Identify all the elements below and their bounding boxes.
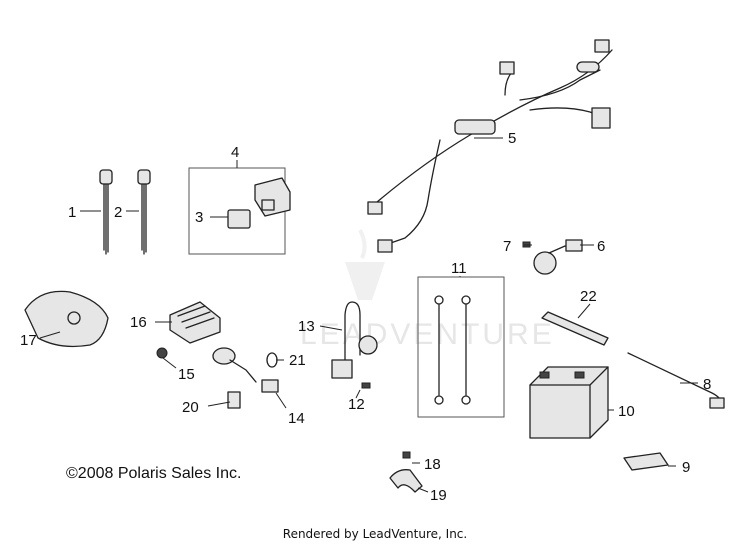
- callout-4: 4: [231, 144, 239, 161]
- callout-20: 20: [182, 399, 199, 416]
- callout-10: 10: [618, 403, 635, 420]
- screw-part-18: [402, 451, 411, 459]
- cable-tie-part-8: [627, 352, 725, 409]
- callout-15: 15: [178, 366, 195, 383]
- callout-13: 13: [298, 318, 315, 335]
- callout-7: 7: [503, 238, 511, 255]
- callout-19: 19: [430, 487, 447, 504]
- battery-part-10: [529, 366, 609, 439]
- solenoid-part-6: [533, 239, 583, 275]
- callout-8: 8: [703, 376, 711, 393]
- callout-9: 9: [682, 459, 690, 476]
- fuse-part-3: [227, 209, 251, 229]
- battery-cable-11a: [434, 295, 444, 405]
- callout-18: 18: [424, 456, 441, 473]
- callout-12: 12: [348, 396, 365, 413]
- callout-17: 17: [20, 332, 37, 349]
- callout-1: 1: [68, 204, 76, 221]
- bracket-part-20: [227, 391, 241, 409]
- callout-16: 16: [130, 314, 147, 331]
- callout-11: 11: [451, 260, 467, 277]
- watermark: LEADVENTURE: [300, 318, 555, 351]
- wiring-harness-5: [367, 39, 613, 253]
- leader-lines: [39, 137, 698, 493]
- cover-part-17: [24, 290, 109, 348]
- screw-part-12: [361, 382, 371, 389]
- rendered-by-footer: Rendered by LeadVenture, Inc.: [282, 527, 468, 541]
- strap-part-22: [541, 311, 609, 346]
- clip-part-19: [389, 469, 423, 493]
- callout-5: 5: [508, 130, 516, 147]
- o-ring-part-21: [266, 352, 278, 368]
- battery-cable-11b: [461, 295, 471, 405]
- bolt-part-15: [156, 347, 168, 359]
- callout-6: 6: [597, 238, 605, 255]
- relay-part-4: [254, 177, 291, 217]
- callout-3: 3: [195, 209, 203, 226]
- pigtail-connector-2: [137, 169, 151, 255]
- ignition-switch-14: [212, 347, 279, 393]
- pigtail-connector-1: [99, 169, 113, 255]
- watermark-logo: [345, 229, 385, 300]
- callout-labels: 1 2 3 4 5 6 7 8 9 10 11 12 13 14 15 16 1…: [20, 130, 711, 504]
- callout-2: 2: [114, 204, 122, 221]
- callout-22: 22: [580, 288, 597, 305]
- callout-21: 21: [289, 352, 306, 369]
- copyright-notice: ©2008 Polaris Sales Inc.: [66, 465, 242, 482]
- regulator-part-16: [169, 301, 221, 344]
- pad-part-9: [623, 452, 669, 471]
- ignition-coil-13: [331, 301, 378, 379]
- callout-14: 14: [288, 410, 305, 427]
- kit-box-11: [417, 276, 505, 418]
